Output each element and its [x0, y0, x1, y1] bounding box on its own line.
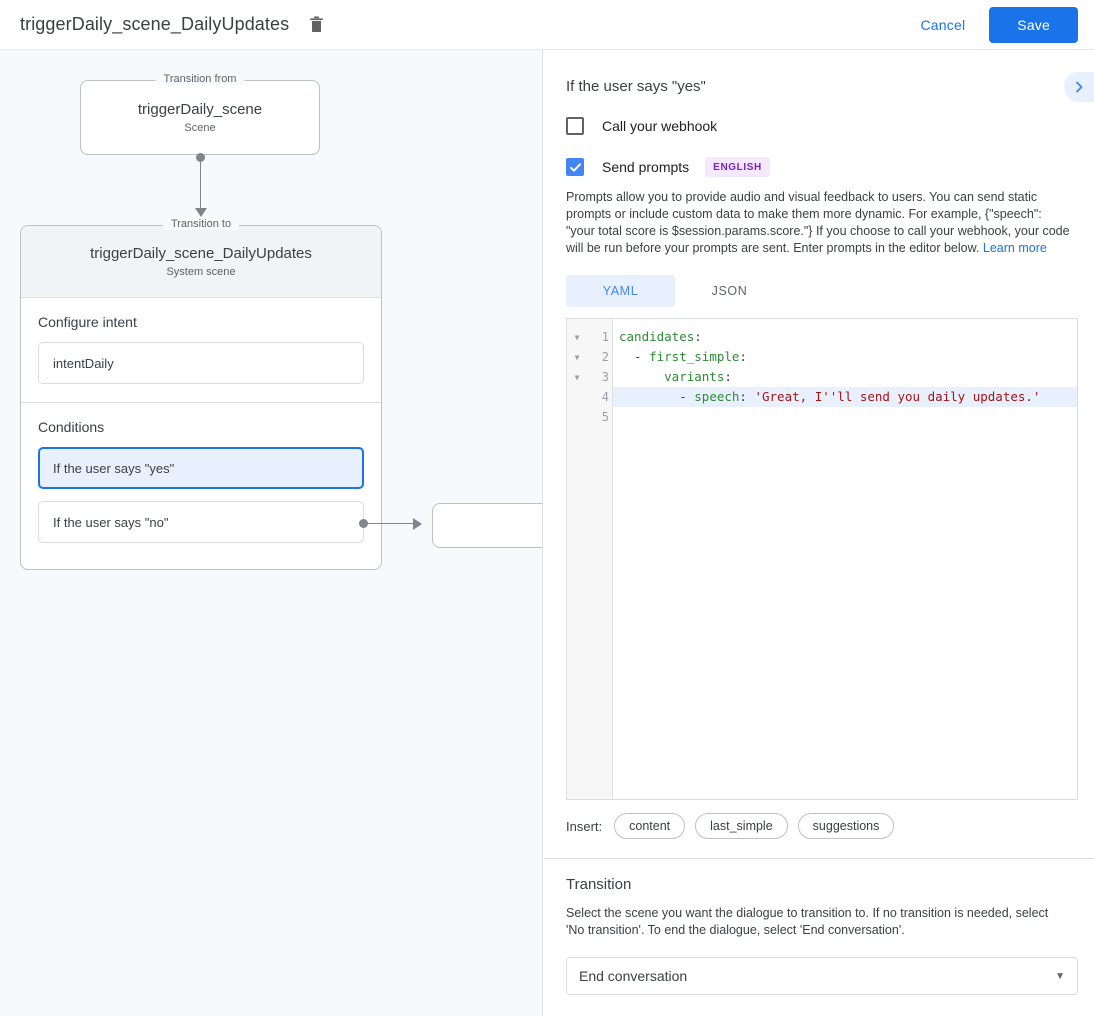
trash-icon[interactable] [303, 12, 329, 38]
fold-arrow-icon[interactable]: ▼ [574, 332, 580, 342]
gutter-row: 4 [567, 387, 612, 407]
gutter-row: ▼1 [567, 327, 612, 347]
transition-from-title: triggerDaily_scene [137, 101, 263, 118]
connector-arrow-condition-target [413, 518, 422, 530]
code-token-punct: : [724, 369, 732, 384]
insert-chip-last-simple[interactable]: last_simple [695, 813, 788, 839]
caret-down-icon: ▼ [1055, 970, 1065, 982]
transition-to-header[interactable]: triggerDaily_scene_DailyUpdates System s… [21, 226, 381, 298]
code-token-dash: - [619, 349, 650, 364]
scene-diagram-panel: Transition from triggerDaily_scene Scene… [0, 50, 543, 1016]
transition-to-node: Transition to triggerDaily_scene_DailyUp… [20, 218, 382, 570]
code-token-punct: : [739, 389, 755, 404]
code-line-5 [613, 407, 1077, 427]
call-webhook-checkbox[interactable] [566, 117, 584, 135]
cancel-button[interactable]: Cancel [905, 8, 982, 42]
editor-code-area[interactable]: candidates: - first_simple: variants: - … [613, 319, 1077, 799]
line-number: 5 [601, 410, 609, 424]
gutter-row: 5 [567, 407, 612, 427]
gutter-row: ▼2 [567, 347, 612, 367]
condition-detail-panel: If the user says "yes" Call your webhook… [544, 50, 1094, 1016]
prompts-description: Prompts allow you to provide audio and v… [566, 189, 1072, 257]
send-prompts-checkbox[interactable] [566, 158, 584, 176]
transition-select[interactable]: End conversation ▼ [566, 957, 1078, 995]
target-node-partial[interactable] [432, 503, 542, 548]
send-prompts-row[interactable]: Send prompts ENGLISH [566, 157, 1072, 177]
transition-from-legend: Transition from [155, 73, 245, 85]
connector-line-from-to [200, 158, 201, 210]
call-webhook-row[interactable]: Call your webhook [566, 117, 1072, 135]
gutter-row: ▼3 [567, 367, 612, 387]
call-webhook-label: Call your webhook [602, 118, 718, 134]
transition-from-node[interactable]: Transition from triggerDaily_scene Scene [80, 73, 320, 155]
code-token-key: variants [619, 369, 725, 384]
code-token-key: speech [694, 389, 740, 404]
code-token-dash: - [619, 389, 695, 404]
insert-label: Insert: [566, 818, 603, 834]
tab-json[interactable]: JSON [711, 284, 748, 298]
code-line-1: candidates: [613, 327, 1077, 347]
code-token-key: candidates [619, 329, 695, 344]
fold-arrow-icon[interactable]: ▼ [574, 352, 580, 362]
insert-chip-content[interactable]: content [614, 813, 686, 839]
line-number: 2 [601, 350, 609, 364]
code-token-punct: : [694, 329, 702, 344]
connector-dot-from [196, 153, 205, 162]
transition-to-legend: Transition to [162, 218, 240, 230]
tab-yaml[interactable]: YAML [566, 275, 675, 307]
code-token-key: first_simple [649, 349, 740, 364]
condition-item-no[interactable]: If the user says "no" [38, 501, 364, 543]
detail-panel-title: If the user says "yes" [566, 78, 706, 95]
condition-item-yes[interactable]: If the user says "yes" [38, 447, 364, 489]
prompt-code-editor[interactable]: ▼1 ▼2 ▼3 4 5 candidates: - first_simple:… [566, 318, 1078, 800]
conditions-section: Conditions If the user says "yes" If the… [21, 402, 381, 561]
intent-field[interactable]: intentDaily [38, 342, 364, 384]
top-bar-actions: Cancel Save [905, 6, 1078, 43]
configure-intent-label: Configure intent [38, 314, 137, 330]
page-title: triggerDaily_scene_DailyUpdates [20, 14, 290, 34]
connector-dot-condition [359, 519, 368, 528]
learn-more-link[interactable]: Learn more [982, 241, 1047, 255]
editor-gutter: ▼1 ▼2 ▼3 4 5 [567, 319, 613, 799]
language-badge: ENGLISH [705, 157, 770, 177]
connector-arrow-from-to [195, 208, 207, 217]
line-number: 4 [601, 390, 609, 404]
transition-selected-value: End conversation [579, 968, 688, 984]
prompts-section: If the user says "yes" Call your webhook… [544, 50, 1094, 839]
code-line-4: - speech: 'Great, I''ll send you daily u… [613, 387, 1077, 407]
transition-from-subtitle: Scene [184, 122, 216, 134]
code-token-punct: : [739, 349, 747, 364]
transition-section: Transition Select the scene you want the… [544, 876, 1094, 995]
transition-title: Transition [566, 876, 632, 893]
format-tabs: YAML JSON [566, 275, 1072, 307]
prompts-description-text: Prompts allow you to provide audio and v… [566, 190, 1070, 255]
transition-to-title: triggerDaily_scene_DailyUpdates [90, 245, 312, 262]
line-number: 1 [601, 330, 609, 344]
line-number: 3 [601, 370, 609, 384]
transition-to-subtitle: System scene [166, 266, 236, 278]
transition-description: Select the scene you want the dialogue t… [566, 906, 1049, 937]
code-line-2: - first_simple: [613, 347, 1077, 367]
insert-chip-suggestions[interactable]: suggestions [797, 813, 895, 839]
code-line-3: variants: [613, 367, 1077, 387]
code-token-string: 'Great, I''ll send you daily updates.' [754, 389, 1041, 404]
connector-line-condition-target [366, 523, 415, 524]
save-button[interactable]: Save [989, 6, 1078, 43]
section-divider [544, 858, 1094, 859]
conditions-label: Conditions [38, 419, 105, 435]
top-bar: triggerDaily_scene_DailyUpdates Cancel S… [0, 0, 1094, 50]
chevron-right-icon[interactable] [1064, 72, 1094, 102]
configure-intent-section: Configure intent intentDaily [21, 298, 381, 402]
fold-arrow-icon[interactable]: ▼ [574, 372, 580, 382]
insert-chips-row: Insert: content last_simple suggestions [566, 813, 1072, 839]
send-prompts-label: Send prompts [602, 159, 690, 175]
